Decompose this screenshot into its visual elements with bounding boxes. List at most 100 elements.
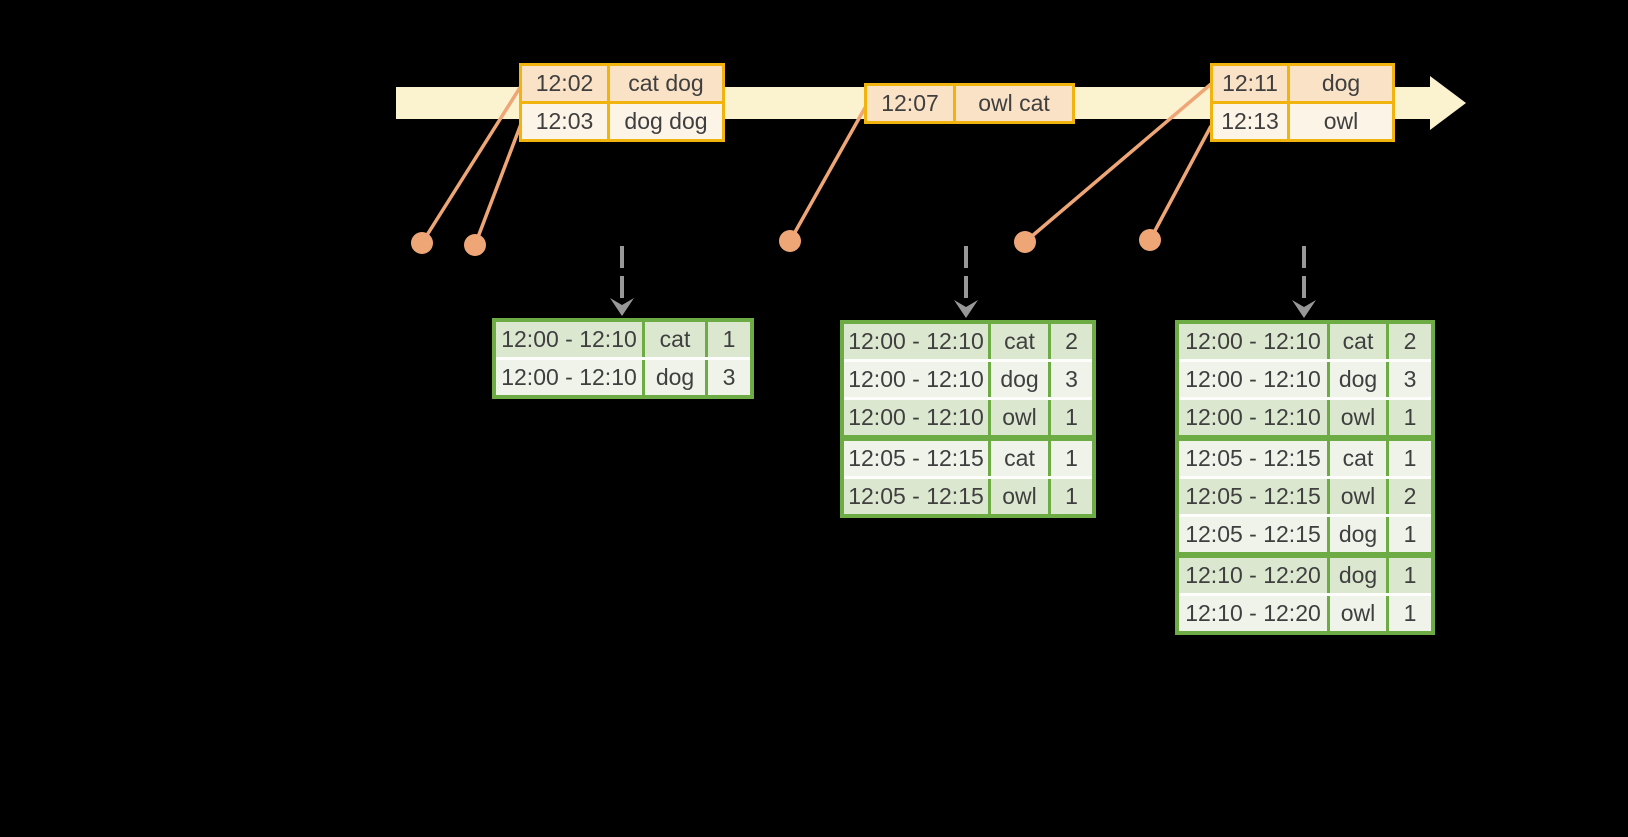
count-cell: 2	[1389, 479, 1431, 514]
row-divider	[1179, 397, 1431, 400]
word-cell: dog	[1330, 558, 1386, 593]
result-table-2: 12:00 - 12:10 cat 2 12:00 - 12:10 dog 3 …	[840, 320, 1096, 518]
count-cell: 1	[1051, 400, 1092, 435]
count-cell: 1	[1389, 596, 1431, 631]
window-cell: 12:00 - 12:10	[844, 324, 988, 359]
event-dot	[464, 234, 486, 256]
result-row: 12:00 - 12:10 owl 1	[1179, 400, 1431, 435]
window-cell: 12:00 - 12:10	[844, 400, 988, 435]
result-row: 12:00 - 12:10 owl 1	[844, 400, 1092, 435]
connector-line	[420, 85, 523, 244]
count-cell: 2	[1389, 324, 1431, 359]
row-divider	[1179, 476, 1431, 479]
event-time-cell: 12:11	[1213, 66, 1287, 101]
result-row: 12:00 - 12:10 dog 3	[1179, 362, 1431, 397]
window-cell: 12:00 - 12:10	[496, 322, 642, 357]
count-cell: 1	[1389, 400, 1431, 435]
window-group-divider	[844, 435, 1092, 441]
window-cell: 12:05 - 12:15	[1179, 517, 1327, 552]
result-table-1: 12:00 - 12:10 cat 1 12:00 - 12:10 dog 3	[492, 318, 754, 399]
event-time-cell: 12:13	[1213, 104, 1287, 139]
window-group-divider	[1179, 552, 1431, 558]
row-divider	[844, 397, 1092, 400]
word-cell: owl	[991, 479, 1048, 514]
event-dot	[1139, 229, 1161, 251]
count-cell: 1	[1389, 517, 1431, 552]
result-row: 12:00 - 12:10 cat 2	[1179, 324, 1431, 359]
result-row: 12:10 - 12:20 owl 1	[1179, 596, 1431, 631]
row-divider	[844, 359, 1092, 362]
event-table-1: 12:02 cat dog 12:03 dog dog	[519, 63, 725, 142]
result-row: 12:05 - 12:15 cat 1	[1179, 441, 1431, 476]
word-cell: owl	[1330, 400, 1386, 435]
count-cell: 1	[708, 322, 750, 357]
connector-line	[1148, 125, 1213, 241]
trigger-arrowhead-icon	[610, 298, 634, 316]
row-divider	[1179, 359, 1431, 362]
event-time-cell: 12:02	[522, 66, 607, 101]
row-divider	[844, 476, 1092, 479]
window-cell: 12:00 - 12:10	[844, 362, 988, 397]
event-table-3: 12:11 dog 12:13 owl	[1210, 63, 1395, 142]
connector-lines	[420, 82, 1213, 246]
word-cell: cat	[1330, 324, 1386, 359]
event-words-cell: dog	[1290, 66, 1392, 101]
row-divider	[1179, 593, 1431, 596]
result-row: 12:05 - 12:15 owl 1	[844, 479, 1092, 514]
connector-line	[1023, 82, 1213, 244]
event-words-cell: dog dog	[610, 104, 722, 139]
result-row: 12:00 - 12:10 dog 3	[844, 362, 1092, 397]
count-cell: 3	[1389, 362, 1431, 397]
trigger-arrowhead-icon	[1292, 300, 1316, 318]
event-dot	[779, 230, 801, 252]
trigger-arrows	[610, 246, 1316, 318]
result-row: 12:00 - 12:10 dog 3	[496, 360, 750, 395]
word-cell: owl	[991, 400, 1048, 435]
trigger-arrowhead-icon	[954, 300, 978, 318]
window-cell: 12:05 - 12:15	[844, 479, 988, 514]
event-dot	[411, 232, 433, 254]
count-cell: 1	[1051, 479, 1092, 514]
count-cell: 2	[1051, 324, 1092, 359]
event-dot	[1014, 231, 1036, 253]
word-cell: dog	[991, 362, 1048, 397]
count-cell: 1	[1389, 558, 1431, 593]
word-cell: dog	[1330, 517, 1386, 552]
word-cell: owl	[1330, 596, 1386, 631]
event-time-cell: 12:07	[867, 86, 953, 121]
window-cell: 12:10 - 12:20	[1179, 558, 1327, 593]
event-words-cell: cat dog	[610, 66, 722, 101]
window-cell: 12:00 - 12:10	[496, 360, 642, 395]
event-table-2: 12:07 owl cat	[864, 83, 1075, 124]
count-cell: 1	[1051, 441, 1092, 476]
result-table-3: 12:00 - 12:10 cat 2 12:00 - 12:10 dog 3 …	[1175, 320, 1435, 635]
word-cell: cat	[991, 324, 1048, 359]
window-cell: 12:00 - 12:10	[1179, 324, 1327, 359]
result-row: 12:00 - 12:10 cat 2	[844, 324, 1092, 359]
count-cell: 3	[708, 360, 750, 395]
row-divider	[496, 357, 750, 360]
window-group-divider	[1179, 435, 1431, 441]
word-cell: cat	[645, 322, 705, 357]
result-row: 12:05 - 12:15 owl 2	[1179, 479, 1431, 514]
result-row: 12:10 - 12:20 dog 1	[1179, 558, 1431, 593]
result-row: 12:00 - 12:10 cat 1	[496, 322, 750, 357]
count-cell: 3	[1051, 362, 1092, 397]
window-cell: 12:00 - 12:10	[1179, 400, 1327, 435]
word-cell: dog	[645, 360, 705, 395]
result-row: 12:05 - 12:15 dog 1	[1179, 517, 1431, 552]
event-time-cell: 12:03	[522, 104, 607, 139]
word-cell: cat	[1330, 441, 1386, 476]
connector-line	[473, 123, 523, 246]
word-cell: cat	[991, 441, 1048, 476]
word-cell: dog	[1330, 362, 1386, 397]
word-cell: owl	[1330, 479, 1386, 514]
timeline-arrowhead-icon	[1430, 76, 1466, 130]
event-dots	[411, 229, 1161, 256]
window-cell: 12:05 - 12:15	[1179, 479, 1327, 514]
window-cell: 12:05 - 12:15	[844, 441, 988, 476]
connector-line	[788, 105, 868, 242]
window-cell: 12:10 - 12:20	[1179, 596, 1327, 631]
window-cell: 12:05 - 12:15	[1179, 441, 1327, 476]
